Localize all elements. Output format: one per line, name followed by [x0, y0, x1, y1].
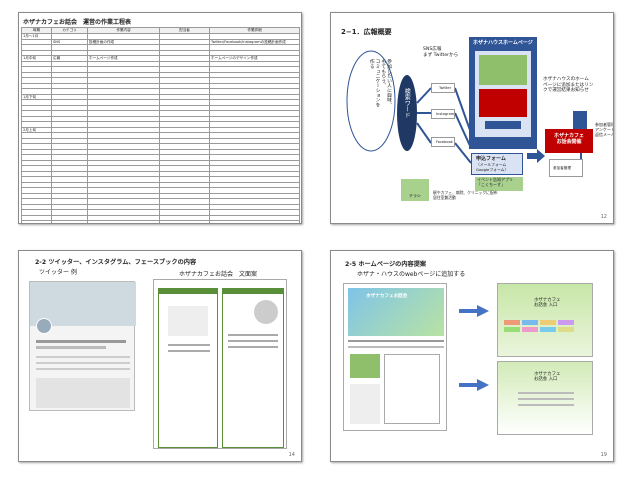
table-row: [21, 60, 300, 67]
table-row: [21, 110, 300, 117]
participant-panel: 参加者管理: [549, 159, 583, 177]
page-card-2: ホザナカフェ お話会 入口: [497, 361, 593, 435]
flyer-card: チラシ: [401, 179, 429, 201]
table-row: 1月中旬広報ホームページ作成ホームページのデザイン作成: [21, 55, 300, 62]
arrows: [459, 305, 489, 391]
instagram-card: Instagram: [431, 109, 455, 119]
target-oval-text: 参加したい人に興味、 もてもらう、 コミュニケーションを 作る: [368, 59, 391, 107]
table-row: [21, 115, 300, 122]
slide-subtitle: ホザナ・ハウスのwebページに追加する: [357, 271, 466, 278]
table-cell: [209, 220, 300, 223]
slide-subtitle: ツイッター 例: [39, 269, 77, 276]
table-row: [21, 88, 300, 95]
slide-title: 2-5 ホームページの内容提案: [345, 261, 427, 268]
flyer-note: 駅やカフェ、病院、クリニックに配布 居住室兼活動: [433, 190, 498, 200]
twitter-card: Twitter: [431, 83, 455, 93]
event-box: ホザナカフェ お話会開催: [545, 129, 593, 153]
page-number: 19: [600, 452, 607, 458]
search-keyword-label: 検索ワード: [403, 88, 411, 118]
table-cell: [209, 82, 300, 89]
facebook-card: Facebook: [431, 137, 455, 147]
table-cell: [209, 121, 300, 128]
event-card: [479, 89, 527, 117]
homepage-note: ホザナハウスのホーム ページに追加またはリン クで運営結果お知らせ: [543, 77, 594, 93]
sns-label: SNS広報 まず Twitterから: [423, 47, 459, 58]
table-cell: [209, 99, 300, 106]
table-cell: [209, 66, 300, 73]
slide-pr-overview[interactable]: 2−1．広報概要 参加したい人に興味、 もてもらう、 コミュニケーションを 作る…: [330, 12, 614, 224]
signup-form-box: 申込フォーム （メールフォーム Googleフォーム）: [471, 153, 523, 175]
table-cell: [51, 220, 88, 223]
table-cell: [209, 110, 300, 117]
table-cell: [209, 104, 300, 111]
table-cell: [209, 88, 300, 95]
page-number: 14: [288, 452, 295, 458]
table-row: [21, 82, 300, 89]
homepage-preview: [475, 51, 531, 137]
table-cell: [209, 77, 300, 84]
header-cell: 作業詳細: [209, 27, 300, 34]
table-row: [21, 77, 300, 84]
twitter-example: [29, 281, 136, 411]
table-row: [21, 99, 300, 106]
table-header: 時期カテゴリ作業内容担当者作業詳細: [21, 27, 300, 34]
page-number: 12: [600, 214, 607, 220]
table-row: 1月下旬: [21, 93, 300, 100]
table-cell: [209, 71, 300, 78]
table-row: [21, 104, 300, 111]
table-row: [21, 66, 300, 73]
draft-panel: [153, 279, 287, 449]
table-cell: [209, 115, 300, 122]
slide-title: ホザナカフェお話会 運営の作業工程表: [23, 19, 132, 26]
hero-banner: ホザナカフェお話会: [348, 288, 444, 336]
homepage-mockup: ホザナカフェお話会: [343, 283, 447, 431]
table-row: [21, 220, 300, 223]
homepage-panel: ホザナハウスホームページ: [469, 37, 537, 149]
table-row: [21, 71, 300, 78]
table-cell: [159, 220, 210, 223]
table-cell: [21, 220, 52, 223]
table-cell: [87, 220, 160, 223]
table-cell: [209, 93, 300, 100]
right-notes: 参加者管理アンケート返信メール: [595, 122, 614, 137]
slide-homepage-proposal[interactable]: 2-5 ホームページの内容提案 ホザナ・ハウスのwebページに追加する ホザナカ…: [330, 250, 614, 462]
slide-sns-content[interactable]: 2-2 ツイッター、インスタグラム、フェースブックの内容 ツイッター 例 ホザナ…: [18, 250, 302, 462]
event-app-box: イベント告知アプリ 「こくちーず」: [475, 177, 523, 191]
slide-title: 2−1．広報概要: [341, 28, 392, 36]
page-card-1: ホザナカフェ お話会 入口: [497, 283, 593, 357]
draft-title: ホザナカフェお話会 文面案: [179, 271, 258, 278]
table-cell: [209, 60, 300, 67]
table-row: [21, 121, 300, 128]
slide-title: 2-2 ツイッター、インスタグラム、フェースブックの内容: [35, 259, 197, 266]
